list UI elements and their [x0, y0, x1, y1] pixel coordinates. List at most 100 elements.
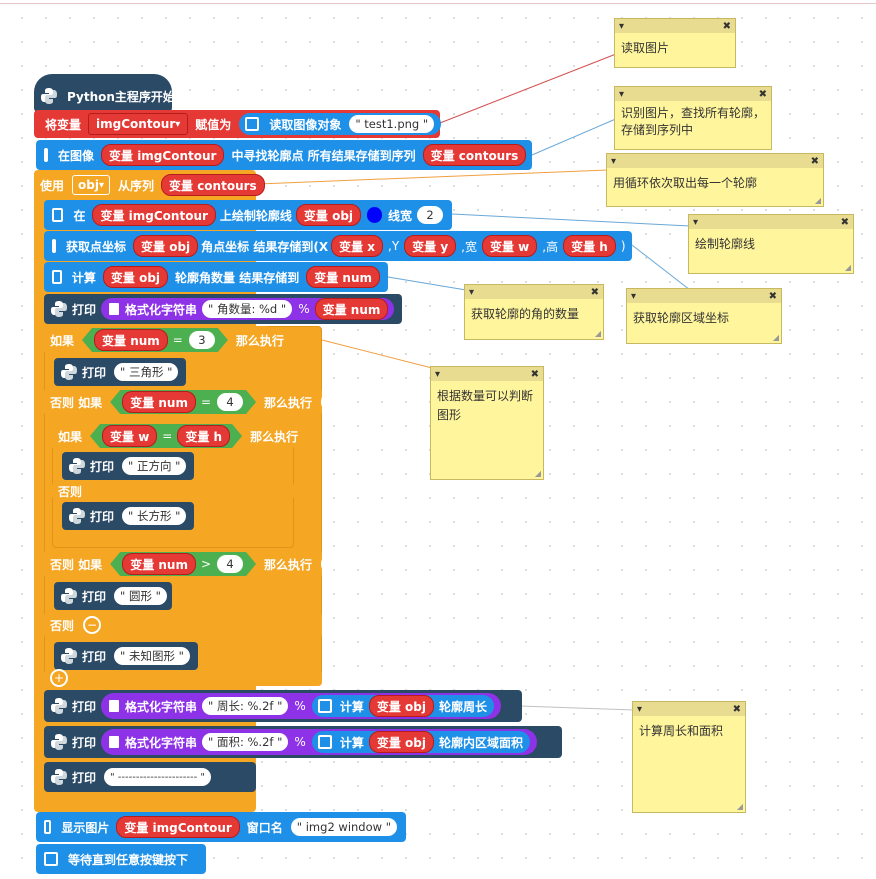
line-width-value[interactable]: 2: [417, 206, 443, 224]
collapse-icon[interactable]: ▾: [611, 155, 617, 167]
note-text[interactable]: 用循环依次取出每一个轮廓: [613, 176, 758, 190]
resize-handle-icon[interactable]: ◢: [844, 263, 851, 272]
compare-value[interactable]: 4: [217, 555, 243, 573]
var-obj-pill[interactable]: 变量 obj: [295, 204, 362, 226]
inner-if-header[interactable]: 如果 变量 w=变量 h 那么执行: [52, 422, 298, 450]
print-square-block[interactable]: 打印 " 正方向 ": [62, 452, 194, 480]
elif-gt-header[interactable]: 否则 如果 变量 num>4 那么执行 −: [44, 550, 336, 578]
compare-block[interactable]: 变量 num>4: [110, 552, 256, 576]
var-num-pill[interactable]: 变量 num: [306, 266, 380, 288]
resize-handle-icon[interactable]: ◢: [736, 802, 743, 811]
note-text[interactable]: 计算周长和面积: [639, 724, 724, 738]
compare-block[interactable]: 变量 w=变量 h: [90, 424, 242, 448]
rectangle-string[interactable]: " 长方形 ": [122, 507, 187, 525]
draw-contours-block[interactable]: 在 变量 imgContour 上绘制轮廓线 变量 obj 线宽 2: [44, 200, 452, 230]
close-icon[interactable]: ✖: [732, 703, 741, 715]
color-picker[interactable]: [367, 207, 382, 223]
comment-note[interactable]: ▾ ✖ 绘制轮廓线 ◢: [688, 214, 854, 274]
resize-handle-icon[interactable]: ◢: [594, 329, 601, 338]
add-branch-icon[interactable]: +: [50, 669, 68, 687]
block-checkbox[interactable]: [52, 208, 64, 222]
print-corners-block[interactable]: 打印 格式化字符串 " 角数量: %d " % 变量 num: [44, 294, 402, 324]
loop-var-dropdown[interactable]: obj: [72, 175, 110, 195]
format-string-block[interactable]: 格式化字符串 " 角数量: %d " % 变量 num: [101, 298, 395, 320]
var-x-pill[interactable]: 变量 x: [331, 235, 383, 257]
block-checkbox[interactable]: [52, 239, 56, 253]
var-obj-pill[interactable]: 变量 obj: [368, 695, 434, 717]
block-checkbox[interactable]: [44, 148, 48, 162]
note-text[interactable]: 读取图片: [621, 41, 670, 55]
var-w-pill[interactable]: 变量 w: [482, 235, 538, 257]
comment-note[interactable]: ▾ ✖ 获取轮廓区域坐标 ◢: [626, 288, 782, 344]
print-circle-block[interactable]: 打印 " 圆形 ": [54, 582, 172, 610]
print-triangle-block[interactable]: 打印 " 三角形 ": [54, 358, 186, 386]
unknown-string[interactable]: " 未知图形 ": [114, 647, 190, 665]
var-obj-pill[interactable]: 变量 obj: [102, 266, 169, 288]
collapse-icon[interactable]: ▾: [631, 290, 637, 302]
for-loop-header[interactable]: 使用 obj 从序列 变量 contours: [34, 171, 265, 199]
var-num-pill[interactable]: 变量 num: [314, 298, 389, 320]
compare-value[interactable]: 4: [217, 393, 243, 411]
var-h-pill[interactable]: 变量 h: [563, 235, 616, 257]
var-imgcontour-pill[interactable]: 变量 imgContour: [101, 144, 225, 166]
close-icon[interactable]: ✖: [530, 368, 539, 380]
note-text[interactable]: 识别图片，查找所有轮廓，存储到序列中: [621, 106, 766, 137]
python-start-block[interactable]: Python主程序开始: [34, 74, 175, 112]
var-obj-pill[interactable]: 变量 obj: [368, 731, 434, 753]
find-contours-block[interactable]: 在图像 变量 imgContour 中寻找轮廓点 所有结果存储到序列 变量 co…: [36, 140, 532, 170]
set-variable-block[interactable]: 将变量 imgContour 赋值为 读取图像对象" test1.png ": [34, 110, 442, 138]
block-checkbox[interactable]: [44, 820, 52, 834]
variable-dropdown[interactable]: imgContour: [88, 113, 189, 135]
var-imgcontour-pill[interactable]: 变量 imgContour: [116, 816, 240, 838]
window-name-string[interactable]: " img2 window ": [290, 818, 397, 836]
comment-note[interactable]: ▾✖ 读取图片: [614, 18, 736, 68]
else-block-header[interactable]: 否则 −: [44, 612, 322, 638]
note-text[interactable]: 绘制轮廓线: [695, 237, 756, 251]
collapse-icon[interactable]: ▾: [619, 88, 625, 100]
var-imgcontour-pill[interactable]: 变量 imgContour: [92, 204, 216, 226]
triangle-string[interactable]: " 三角形 ": [114, 363, 179, 381]
block-checkbox[interactable]: [317, 699, 332, 713]
remove-branch-icon[interactable]: −: [321, 393, 336, 411]
close-icon[interactable]: ✖: [840, 216, 849, 228]
note-text[interactable]: 获取轮廓区域坐标: [633, 311, 730, 325]
close-icon[interactable]: ✖: [768, 290, 777, 302]
format-perimeter-string[interactable]: " 周长: %.2f ": [202, 697, 289, 715]
corner-count-block[interactable]: 计算 变量 obj 轮廓角数量 结果存储到 变量 num: [44, 262, 388, 292]
var-contours-pill[interactable]: 变量 contours: [161, 174, 265, 196]
close-icon[interactable]: ✖: [758, 88, 767, 100]
bounding-rect-block[interactable]: 获取点坐标 变量 obj 角点坐标 结果存储到(X 变量 x ,Y 变量 y ,…: [44, 231, 632, 261]
note-text[interactable]: 根据数量可以判断图形: [437, 389, 534, 422]
print-dashes-block[interactable]: 打印 " ---------------------- ": [44, 762, 256, 792]
note-text[interactable]: 获取轮廓的角的数量: [471, 307, 580, 321]
format-area-string[interactable]: " 面积: %.2f ": [202, 733, 289, 751]
elif-block-header[interactable]: 否则 如果 变量 num=4 那么执行 −: [44, 388, 336, 416]
var-contours-pill[interactable]: 变量 contours: [422, 144, 527, 166]
comment-note[interactable]: ▾ ✖ 识别图片，查找所有轮廓，存储到序列中: [614, 86, 772, 150]
remove-branch-icon[interactable]: −: [83, 616, 102, 634]
print-unknown-block[interactable]: 打印 " 未知图形 ": [54, 642, 198, 670]
close-icon[interactable]: ✖: [590, 286, 599, 298]
resize-handle-icon[interactable]: ◢: [534, 469, 541, 478]
wait-key-block[interactable]: 等待直到任意按键按下: [36, 844, 206, 874]
dashes-string[interactable]: " ---------------------- ": [104, 768, 211, 786]
var-y-pill[interactable]: 变量 y: [404, 235, 457, 257]
print-rectangle-block[interactable]: 打印 " 长方形 ": [62, 502, 194, 530]
var-obj-pill[interactable]: 变量 obj: [133, 235, 199, 257]
close-icon[interactable]: ✖: [810, 155, 819, 167]
resize-handle-icon[interactable]: ◢: [772, 333, 779, 342]
compare-value[interactable]: 3: [189, 331, 215, 349]
block-checkbox[interactable]: [52, 270, 62, 284]
collapse-icon[interactable]: ▾: [619, 20, 625, 32]
if-block-header[interactable]: 如果 变量 num=3 那么执行: [44, 326, 284, 354]
compare-block[interactable]: 变量 num=3: [82, 328, 228, 352]
var-num-pill[interactable]: 变量 num: [94, 329, 168, 351]
compare-block[interactable]: 变量 num=4: [110, 390, 256, 414]
collapse-icon[interactable]: ▾: [693, 216, 699, 228]
